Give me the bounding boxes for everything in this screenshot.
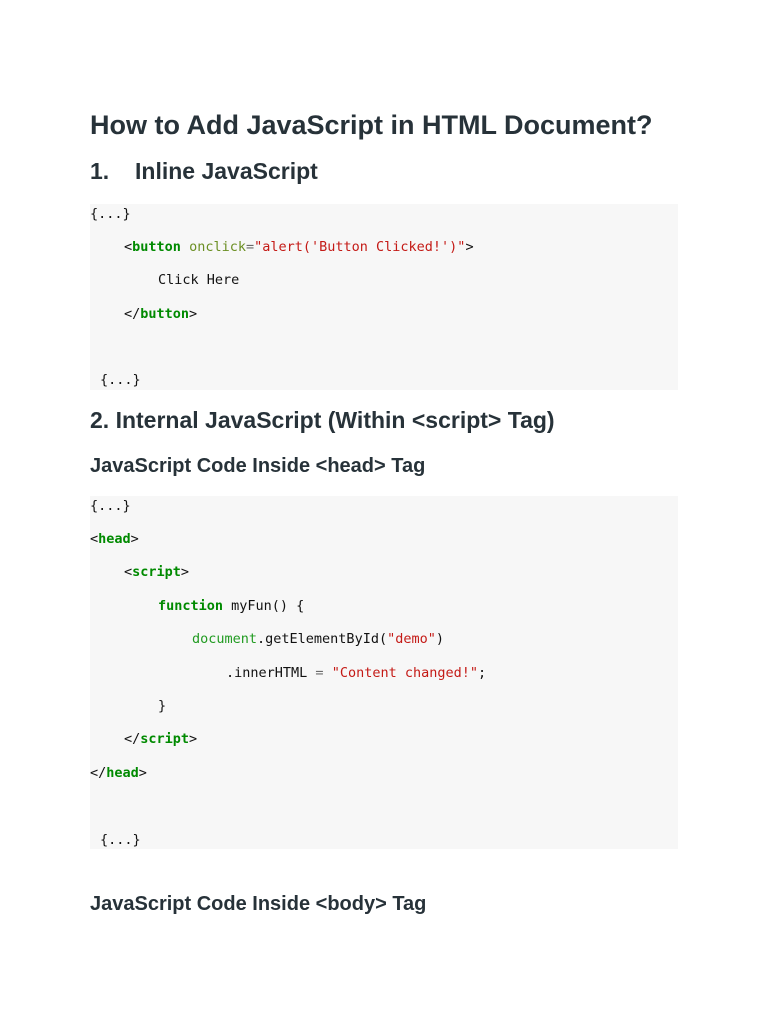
- inline-js-heading-text: Inline JavaScript: [135, 158, 318, 184]
- head-tag-subheading: JavaScript Code Inside <head> Tag: [90, 455, 426, 477]
- code-tag-head: head: [98, 531, 131, 547]
- code-line-button-open: <button onclick="alert('Button Clicked!'…: [124, 239, 474, 255]
- code-line-function: function myFun() {: [158, 596, 304, 616]
- internal-js-heading: 2. Internal JavaScript (Within <script> …: [90, 407, 555, 433]
- code-line-script-close: </script>: [124, 731, 198, 747]
- code-method-get-element: .getElementById(: [257, 631, 388, 647]
- code-object-document: document: [192, 631, 258, 647]
- code-line-head-close: </head>: [90, 765, 147, 781]
- code-line-script-open: <script>: [124, 564, 190, 580]
- code-string-content: "Content changed!": [331, 665, 478, 681]
- code-tag-head-close: head: [106, 765, 139, 781]
- code-tag-button: button: [132, 239, 181, 255]
- code-function-signature: myFun() {: [223, 598, 305, 614]
- inline-js-heading: 1. Inline JavaScript: [90, 156, 318, 186]
- code-line-get-element: document.getElementById("demo"): [192, 629, 444, 649]
- code-tag-script: script: [132, 564, 181, 580]
- inline-code-block: {...} <button onclick="alert('Button Cli…: [90, 204, 678, 390]
- code-line-button-text: Click Here: [158, 272, 240, 288]
- code-line-close-brace: }: [158, 698, 167, 714]
- code-tag-script-close: script: [140, 731, 190, 747]
- code-line-inner-html: .innerHTML = "Content changed!";: [226, 663, 486, 683]
- code-ellipsis-close[interactable]: {...}: [100, 372, 141, 388]
- code-ellipsis-close[interactable]: {...}: [100, 832, 141, 848]
- page-title: How to Add JavaScript in HTML Document?: [90, 110, 653, 140]
- code-string-demo: "demo": [387, 631, 436, 647]
- code-semicolon: ;: [478, 665, 487, 681]
- code-keyword-function: function: [158, 598, 224, 614]
- body-tag-subheading: JavaScript Code Inside <body> Tag: [90, 893, 427, 915]
- code-attr-onclick: onclick: [189, 239, 246, 255]
- code-tag-button-close: button: [140, 306, 190, 322]
- code-operator-equals: =: [315, 665, 324, 681]
- code-line-button-close: </button>: [124, 306, 198, 322]
- code-attr-value: "alert('Button Clicked!')": [254, 239, 466, 255]
- code-close-paren: ): [435, 631, 444, 647]
- code-ellipsis-open[interactable]: {...}: [90, 206, 131, 222]
- code-property-inner-html: .innerHTML: [226, 665, 316, 681]
- head-code-block: {...} <head> <script> function myFun() {…: [90, 496, 678, 849]
- code-ellipsis-open[interactable]: {...}: [90, 498, 131, 514]
- inline-js-number: 1.: [90, 158, 110, 184]
- code-line-head-open: <head>: [90, 531, 139, 547]
